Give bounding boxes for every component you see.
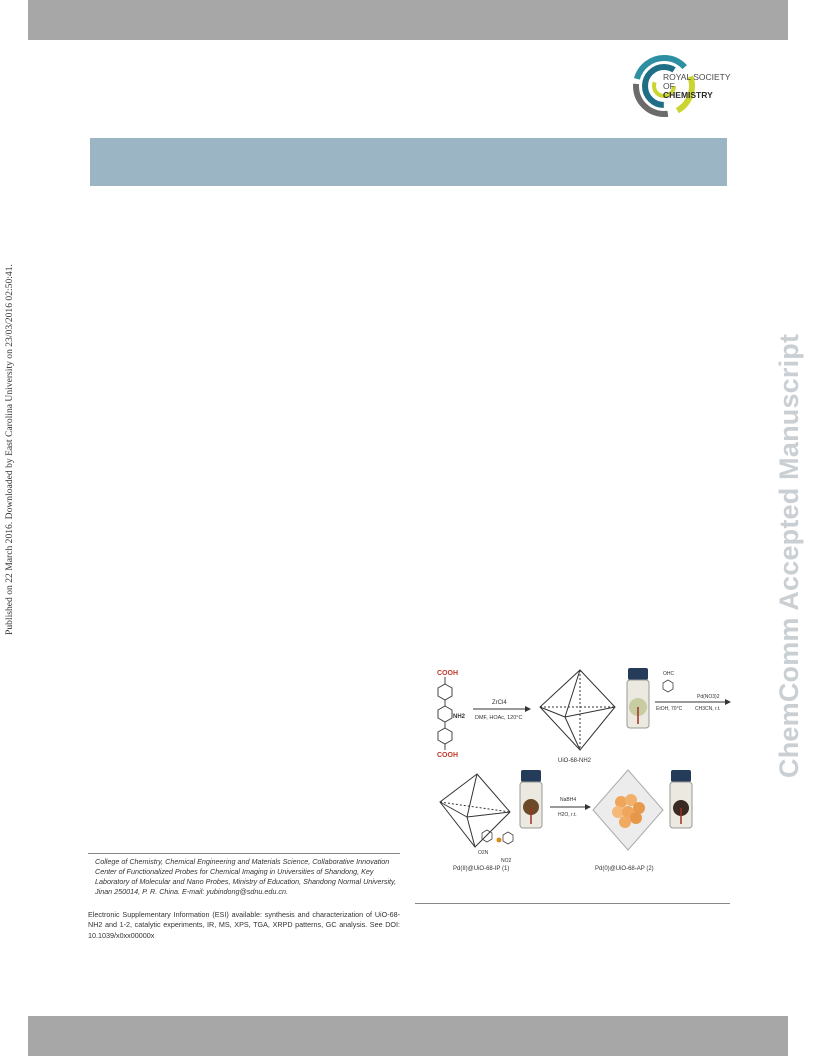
- substituent-o2n: O2N: [478, 850, 489, 856]
- ligand-cooh-bottom: COOH: [437, 752, 458, 759]
- article-title-band: [90, 138, 727, 186]
- scheme-bottom-rule: [415, 903, 730, 904]
- logo-line1: ROYAL SOCIETY: [663, 72, 731, 82]
- arrow4-conditions: H2O, r.t.: [558, 812, 577, 818]
- label-compound-1: Pd(II)@UiO-68-IP (1): [453, 866, 509, 872]
- arrow3-reagent: Pd(NO3)2: [697, 694, 720, 700]
- substituent-no2: NO2: [501, 858, 512, 864]
- arrow3-conditions: CH3CN, r.t.: [695, 706, 721, 712]
- page-header-bar: [28, 0, 788, 40]
- ligand-nh2: NH2: [453, 714, 466, 720]
- rsc-logo: [630, 52, 740, 120]
- ligand-cooh-top: COOH: [437, 670, 458, 677]
- label-compound-2: Pd(0)@UiO-68-AP (2): [595, 866, 654, 872]
- octahedron-compound-1: [439, 773, 511, 848]
- label-uio-68-nh2: UiO-68-NH2: [558, 758, 592, 764]
- logo-line2: OF: [663, 81, 675, 91]
- footnote-rule: [88, 853, 400, 854]
- accepted-manuscript-watermark: ChemComm Accepted Manuscript: [774, 333, 804, 778]
- arrow2-conditions: EtOH, 70°C: [656, 706, 683, 712]
- logo-line3: CHEMISTRY: [663, 90, 713, 100]
- arrow4-reagent: NaBH4: [560, 797, 576, 803]
- octahedron-uio-68-nh2: [539, 669, 616, 751]
- esi-note: Electronic Supplementary Information (ES…: [88, 910, 400, 940]
- author-affiliation: College of Chemistry, Chemical Engineeri…: [95, 857, 397, 896]
- synthesis-scheme-figure: COOH NH2 COOH ZrCl4 DMF, HOAc, 120°C UiO…: [415, 662, 735, 882]
- pd-nanoparticle-cluster: [612, 794, 645, 828]
- publication-side-note: Published on 22 March 2016. Downloaded b…: [4, 264, 15, 635]
- arrow1-conditions: DMF, HOAc, 120°C: [475, 715, 522, 721]
- arrow1-reagent: ZrCl4: [492, 700, 507, 706]
- arrow2-reagent: OHC: [663, 671, 675, 677]
- rsc-logo-text: ROYAL SOCIETY OF CHEMISTRY: [663, 73, 731, 100]
- page-footer-bar: [28, 1016, 788, 1056]
